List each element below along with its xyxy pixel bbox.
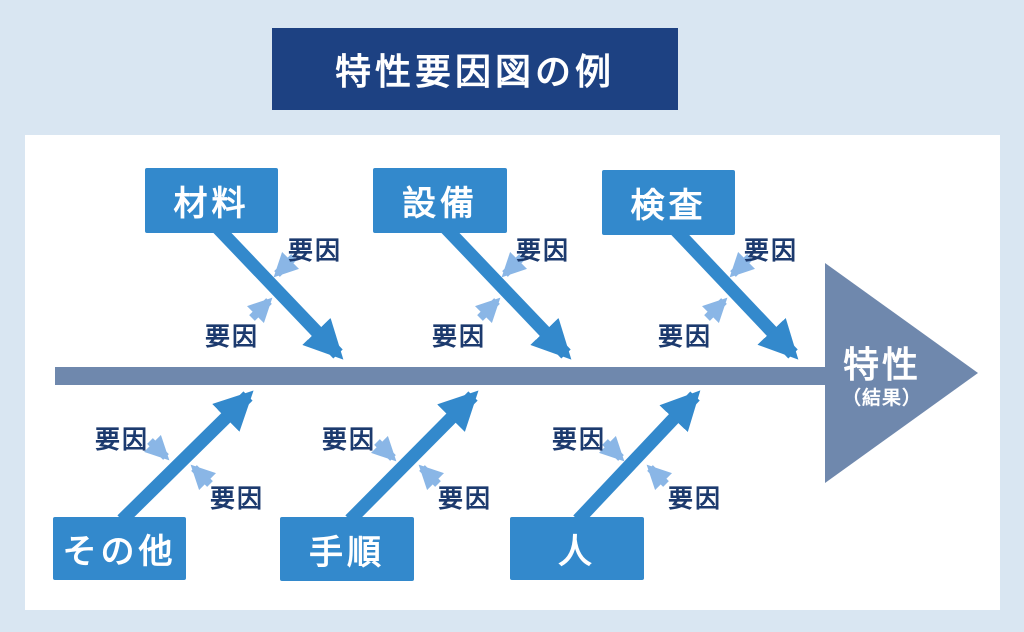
factor-label-procedure-right: 要因 — [438, 485, 493, 513]
spine-bar — [55, 367, 840, 385]
bone-arrow-materials — [207, 217, 344, 360]
factor-arrow-procedure-left — [370, 435, 397, 462]
factor-label-inspection-left: 要因 — [658, 323, 713, 351]
factor-arrow-people-left — [598, 435, 625, 462]
factor-label-materials-right: 要因 — [288, 237, 343, 265]
factor-arrow-equipment-left — [474, 297, 501, 324]
factor-label-others-left: 要因 — [95, 426, 150, 454]
bone-arrow-equipment — [435, 217, 572, 360]
factor-arrow-inspection-left — [701, 297, 728, 324]
factor-label-others-right: 要因 — [210, 485, 265, 513]
bone-arrow-procedure — [345, 390, 479, 525]
bone-arrow-inspection — [663, 217, 799, 360]
bone-arrow-others — [117, 390, 254, 525]
factor-arrow-materials-right — [273, 251, 300, 278]
factor-label-materials-left: 要因 — [205, 323, 260, 351]
result-label: 特性 — [842, 344, 921, 385]
factor-arrow-people-right — [646, 464, 673, 491]
factor-label-equipment-right: 要因 — [516, 237, 571, 265]
factor-arrow-inspection-right — [729, 251, 756, 278]
category-box-procedure: 手順 — [280, 517, 414, 581]
factor-label-equipment-left: 要因 — [432, 323, 487, 351]
factor-arrow-others-right — [190, 464, 217, 491]
factor-arrow-others-left — [143, 434, 170, 461]
diagram-title: 特性要因図の例 — [272, 28, 678, 110]
bone-arrow-people — [573, 390, 701, 525]
category-box-people: 人 — [510, 517, 644, 580]
category-box-inspection: 検査 — [602, 170, 735, 235]
factor-label-people-left: 要因 — [552, 426, 607, 454]
factor-arrow-procedure-right — [418, 464, 445, 491]
factor-label-people-right: 要因 — [668, 485, 723, 513]
category-box-others: その他 — [53, 517, 186, 580]
factor-label-inspection-right: 要因 — [744, 237, 799, 265]
factor-label-procedure-left: 要因 — [322, 426, 377, 454]
category-box-materials: 材料 — [145, 168, 278, 233]
factor-arrow-materials-left — [246, 297, 273, 324]
category-box-equipment: 設備 — [373, 168, 507, 233]
result-sublabel: （結果） — [841, 388, 922, 409]
result-arrowhead — [825, 263, 978, 483]
factor-arrow-equipment-right — [501, 251, 528, 278]
